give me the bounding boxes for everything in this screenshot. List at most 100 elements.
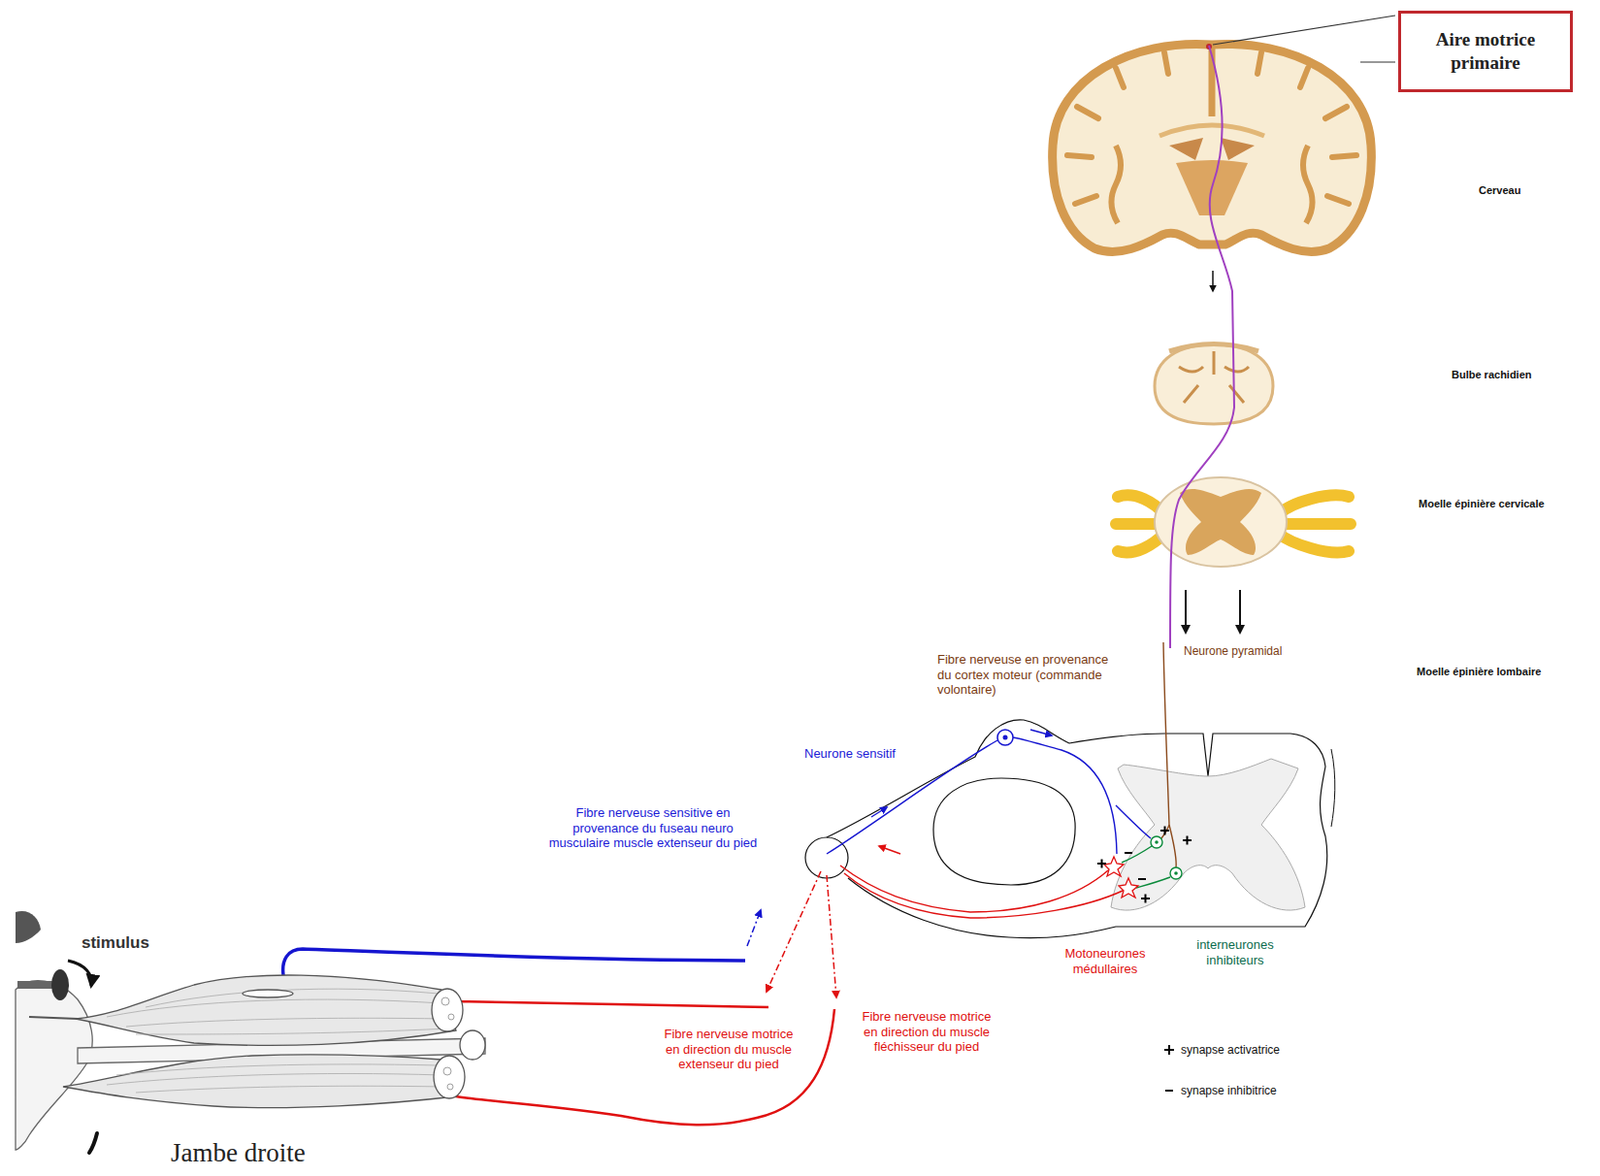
motor-neuron — [840, 865, 1109, 913]
lumbar-cord-section — [933, 778, 1076, 885]
leg-drawing — [29, 1016, 78, 1019]
legend-sample — [1163, 1044, 1176, 1056]
sensory-neuron — [871, 807, 887, 817]
brain-section — [1159, 125, 1265, 136]
legend-item: synapse activatrice — [1163, 1043, 1280, 1057]
neuron-label: Motoneurones médullaires — [1064, 946, 1145, 977]
interneuron — [1174, 871, 1178, 876]
fiber-label: Fibre nerveuse motrice en direction du m… — [664, 1026, 794, 1072]
structure-label: Moelle épinière cervicale — [1418, 497, 1545, 510]
brain-section — [1169, 137, 1255, 161]
legend-text: synapse inhibitrice — [1180, 1083, 1277, 1098]
interneuron — [1170, 867, 1182, 880]
structure-label: Moelle épinière lombaire — [1416, 665, 1541, 678]
label-holder: stimulus — [81, 933, 150, 953]
minus-sign — [1165, 1089, 1174, 1092]
leader-line — [1360, 61, 1396, 63]
neuron-label: Neurone pyramidal — [1183, 644, 1282, 658]
interneuron — [1121, 846, 1152, 863]
medulla-section — [1154, 344, 1274, 425]
sensory-neuron — [747, 910, 761, 947]
synapse-sign — [1097, 859, 1107, 869]
label-holder: Moelle épinière lombaire — [1416, 665, 1541, 679]
label-holder: Neurone pyramidal — [1183, 644, 1282, 658]
leader-line — [1212, 15, 1396, 45]
motor-neuron — [1104, 856, 1124, 877]
legend-text: synapse activatrice — [1180, 1043, 1280, 1057]
pyramidal-neuron — [1161, 642, 1176, 868]
leg-drawing — [242, 989, 294, 998]
sensory-neuron — [1003, 735, 1009, 741]
leg-drawing — [75, 975, 457, 1045]
title-box: Aire motrice primaire — [1398, 10, 1573, 93]
leg-drawing — [433, 1055, 465, 1099]
reflex-hammer — [51, 969, 69, 1001]
structure-label: Cerveau — [1478, 184, 1521, 196]
label-holder: Fibre nerveuse sensitive en provenance d… — [545, 805, 761, 851]
down-arrow — [1185, 589, 1241, 633]
interneuron — [1150, 836, 1163, 849]
pyramidal-neuron — [1161, 824, 1170, 839]
fiber-label: Fibre nerveuse sensitive en provenance d… — [549, 805, 758, 850]
neuron-label: Neurone sensitif — [804, 746, 896, 761]
leg-drawing — [431, 988, 463, 1032]
down-arrow — [1211, 270, 1214, 292]
synapse-sign — [1141, 894, 1150, 904]
figure-caption: Jambe droite — [170, 1138, 306, 1168]
reflex-hammer — [15, 911, 41, 944]
label-holder: Fibre nerveuse en provenance du cortex m… — [937, 652, 1122, 698]
leg-drawing — [106, 1064, 445, 1093]
label-holder: Neurone sensitif — [804, 746, 896, 762]
label-holder: Cerveau — [1478, 184, 1521, 197]
label-holder: interneurones inhibiteurs — [1184, 937, 1286, 968]
leg-drawing — [63, 1054, 457, 1109]
label-holder: Bulbe rachidien — [1451, 368, 1533, 382]
label-holder: Fibre nerveuse motrice en direction du m… — [853, 1009, 1000, 1055]
synapse-sign — [1182, 836, 1192, 846]
leg-drawing — [15, 975, 486, 1150]
medulla-section — [1169, 344, 1259, 353]
lumbar-cord-section — [826, 719, 1328, 939]
lumbar-cord-section — [1331, 749, 1336, 827]
motor-neuron — [766, 871, 821, 992]
leg-drawing — [459, 1030, 486, 1060]
grey-matter — [1110, 758, 1306, 911]
reflex-hammer — [17, 980, 57, 989]
cervical-cord-section — [1179, 489, 1262, 556]
leg-drawing — [441, 997, 455, 1090]
box-title: Aire motrice primaire — [1408, 28, 1563, 75]
plus-sign — [1164, 1044, 1175, 1055]
interneuron — [1154, 840, 1159, 845]
sensory-neuron — [1115, 805, 1151, 839]
sensory-neuron — [997, 729, 1013, 746]
motor-neuron — [1118, 878, 1139, 898]
leg-drawing — [106, 988, 449, 1035]
neuron-label: interneurones inhibiteurs — [1196, 937, 1274, 968]
label-holder: Jambe droite — [170, 1137, 306, 1169]
down-arrow — [1184, 589, 1187, 633]
fiber-label: Fibre nerveuse motrice en direction du m… — [862, 1009, 992, 1054]
synapse-sign — [1097, 826, 1192, 904]
sensory-neuron — [283, 729, 1151, 1000]
label-holder: Moelle épinière cervicale — [1418, 497, 1545, 511]
leg-drawing — [15, 980, 93, 1150]
fiber-label: Fibre nerveuse en provenance du cortex m… — [937, 652, 1109, 697]
synapse-sign — [1138, 878, 1146, 881]
legend-sample — [1163, 1084, 1176, 1097]
motor-neuron — [844, 873, 1123, 918]
stimulus-label: stimulus — [81, 933, 150, 952]
label-holder: Fibre nerveuse motrice en direction du m… — [655, 1026, 802, 1073]
label-holder: Motoneurones médullaires — [1056, 946, 1154, 977]
leader-line — [1212, 15, 1396, 63]
structure-label: Bulbe rachidien — [1451, 368, 1533, 381]
reflex-hammer — [89, 1133, 98, 1153]
sensory-neuron — [1030, 729, 1052, 736]
motor-neuron — [826, 875, 837, 998]
medulla-section — [1178, 351, 1249, 403]
cervical-cord-section — [1115, 477, 1351, 567]
pyramidal-tract — [1170, 45, 1235, 649]
synapse-sign — [1124, 851, 1133, 854]
